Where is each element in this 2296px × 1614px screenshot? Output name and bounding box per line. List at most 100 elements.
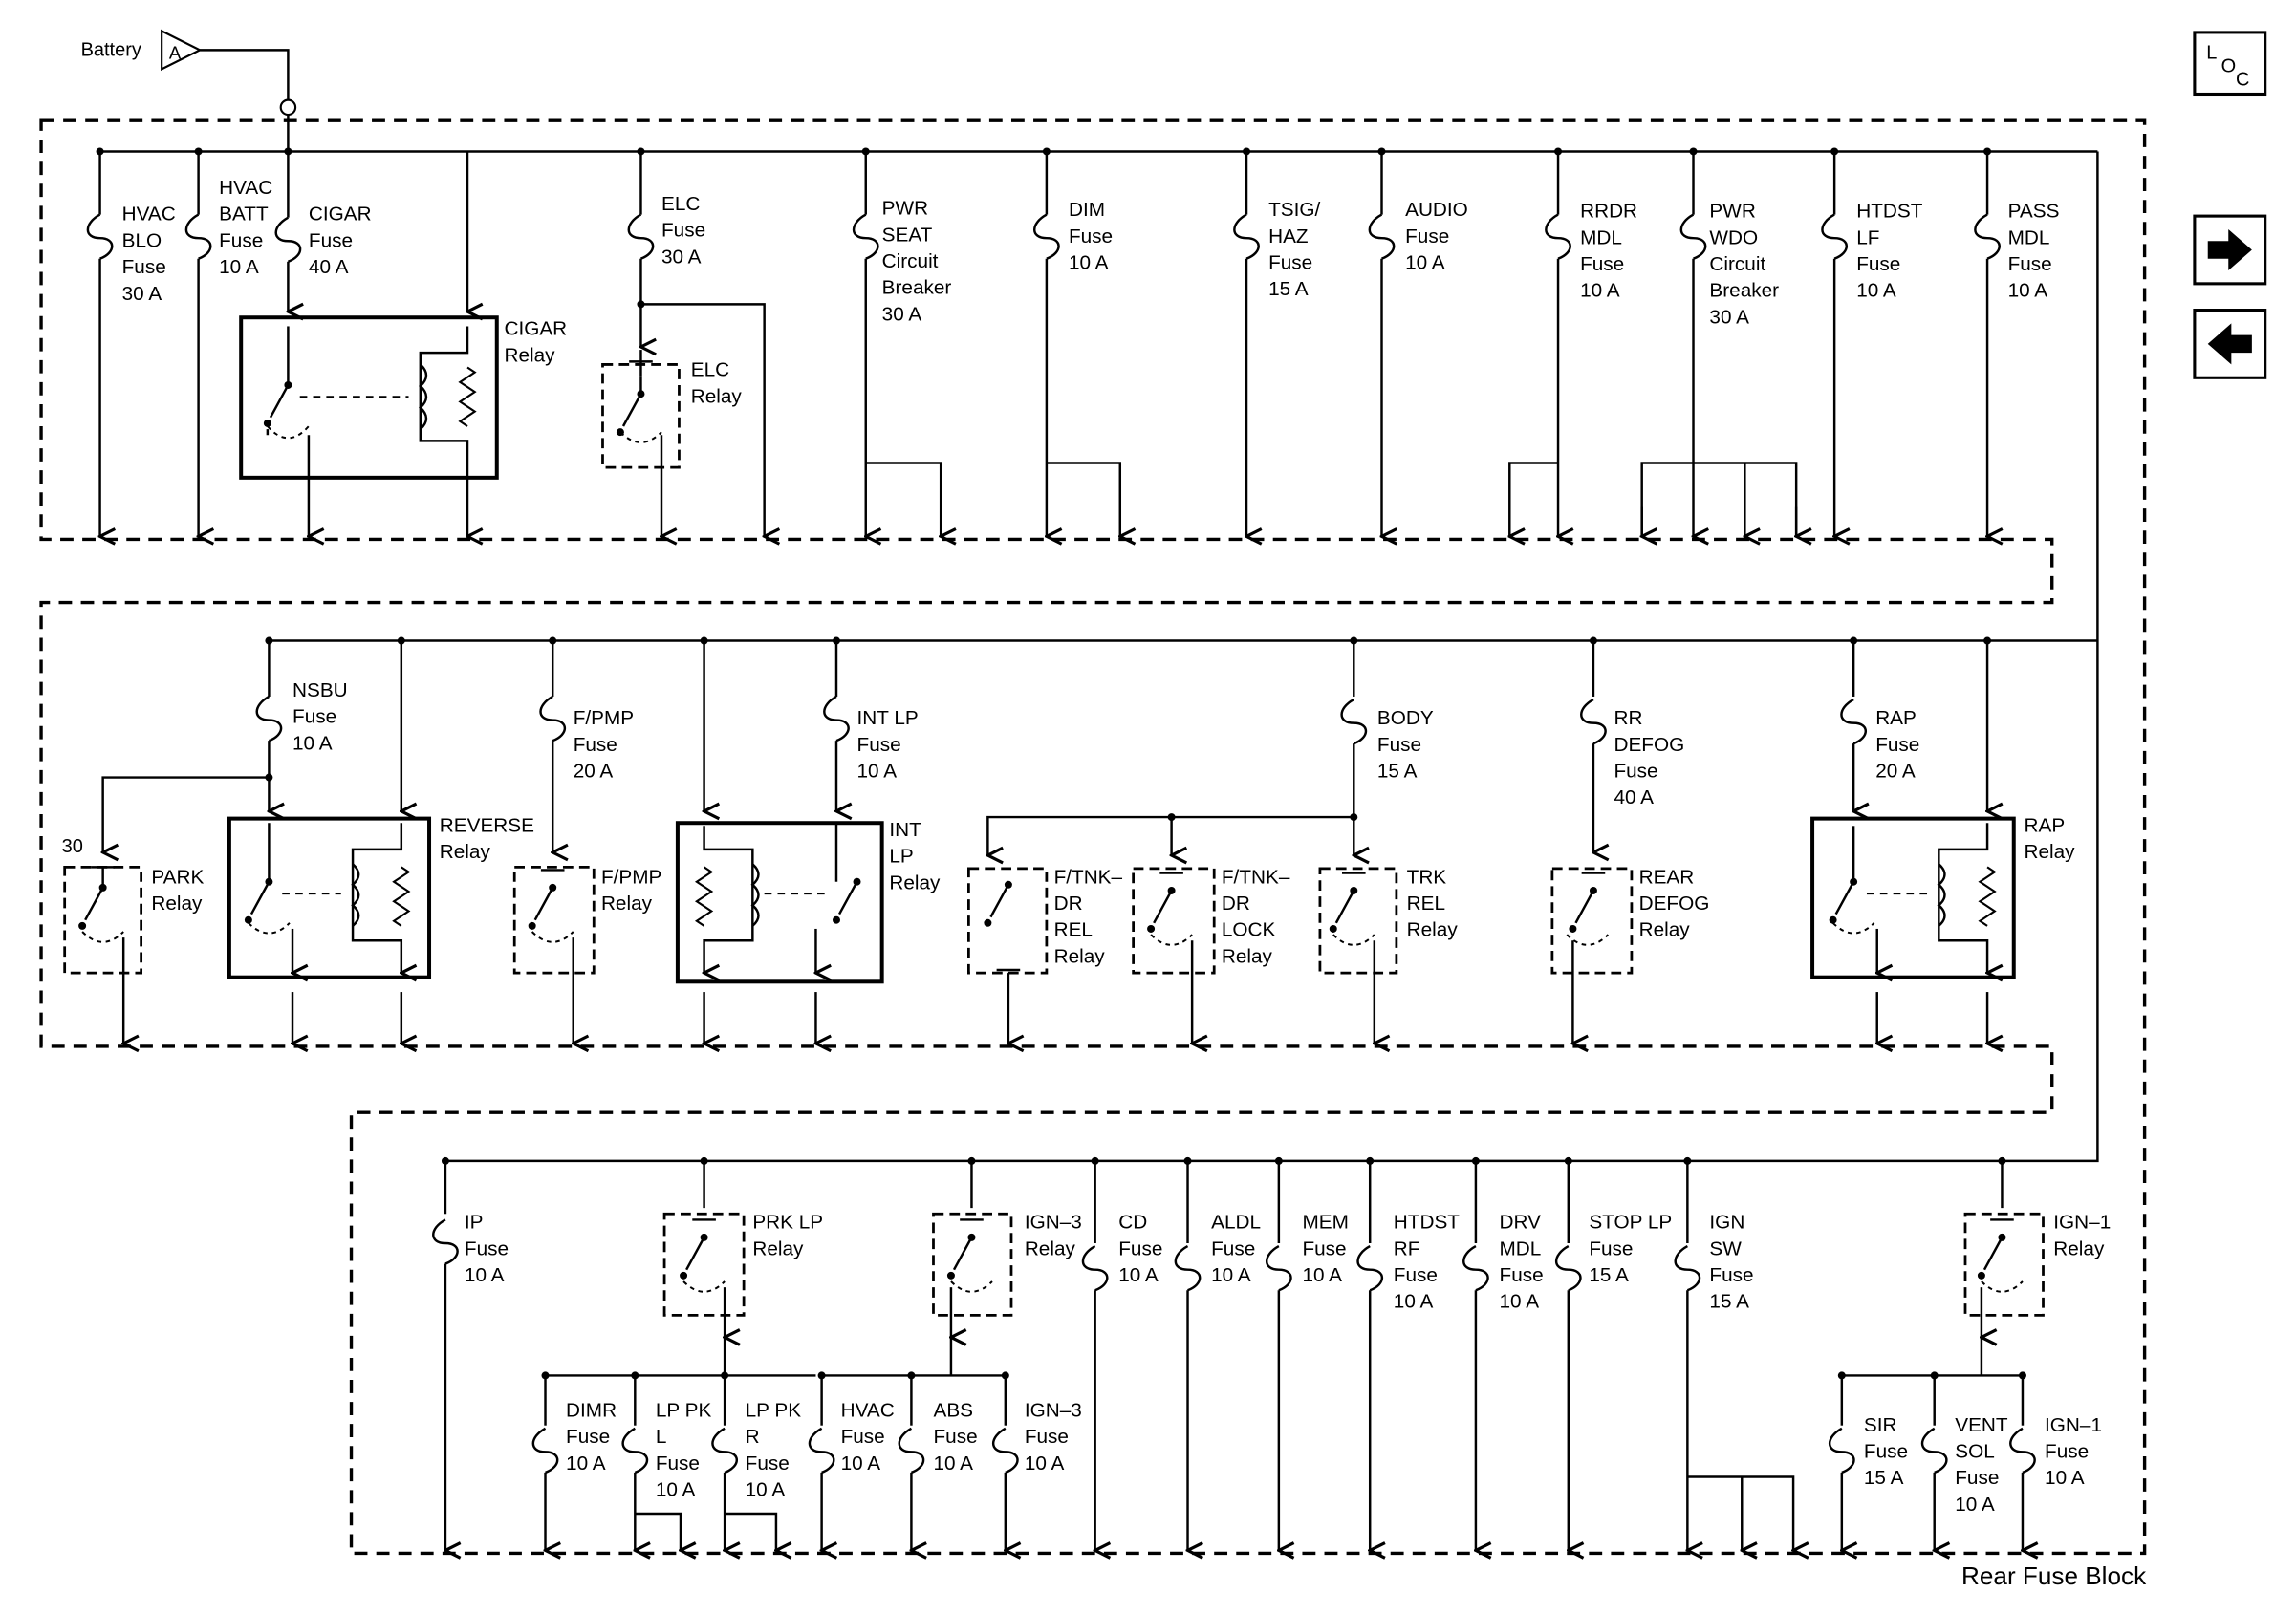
loc-button[interactable]: L O C [2193, 31, 2267, 97]
row3-fuse-label-5-line: Fuse [1500, 1264, 1544, 1286]
row3-fuse-label-8-line: 10 A [566, 1453, 606, 1474]
row2-relay-label-6-line: REL [1407, 893, 1445, 915]
row3-fuse-label-3-line: 10 A [1302, 1264, 1342, 1286]
row1-fuse-4 [852, 213, 879, 260]
row1-fuse-label-3-line: 30 A [661, 246, 702, 268]
row2-fuse-label-1-line: 20 A [574, 761, 614, 783]
next-page-button[interactable] [2193, 214, 2267, 286]
row1-fuse-label-6-line: Fuse [1268, 251, 1312, 273]
row1-fuse-label-9-line: 30 A [1709, 306, 1749, 328]
ftnk-dr-rel-relay-box [967, 867, 1049, 975]
row1-fuse-label-10-line: HTDST [1856, 201, 1922, 223]
ign3-branch-fuse-1 [898, 1427, 925, 1474]
row2-fuse-label-2-line: INT LP [857, 707, 919, 729]
row1-fuse-label-0-line: HVAC [122, 204, 176, 226]
row3-relay-label-0-line: PRK LP [752, 1212, 823, 1234]
cigar-relay-coil [418, 363, 428, 431]
row3-direct-fuse-2 [1265, 1245, 1292, 1292]
int-lp-relay-coil [750, 863, 760, 927]
battery-label: Battery [81, 40, 141, 61]
row3-fuse-label-11-line: Fuse [841, 1426, 885, 1448]
elc-relay-label-line: Relay [691, 385, 743, 407]
row3-fuse-label-15-line: 10 A [1955, 1494, 1995, 1516]
row3-fuse-label-13-line: 10 A [1025, 1453, 1065, 1474]
row3-fuse-label-11-line: 10 A [841, 1453, 881, 1474]
row3-fuse-label-8-line: DIMR [566, 1399, 617, 1421]
row1-fuse-label-7-line: Fuse [1405, 226, 1449, 247]
row2-fuse-label-0-line: NSBU [292, 679, 348, 701]
ign1-branch-fuse-2 [2009, 1427, 2036, 1474]
row2-relay-label-3-line: Relay [889, 872, 941, 893]
row3-direct-fuse-5 [1554, 1245, 1582, 1292]
row1-fuse-label-7-line: AUDIO [1405, 199, 1468, 221]
rap-relay-coil [1937, 863, 1946, 927]
row2-relay-label-7-line: Relay [1639, 919, 1691, 941]
row1-fuse-label-3-line: ELC [661, 193, 700, 215]
row1-fuse-label-2-line: 40 A [309, 256, 349, 278]
row3-fuse-label-9-line: L [656, 1426, 667, 1448]
row2-fuse-label-2-line: 10 A [857, 761, 898, 783]
row3-fuse-label-5-line: DRV [1500, 1212, 1542, 1234]
loc-c: C [2236, 69, 2249, 90]
body-fuse [1340, 698, 1368, 745]
row3-fuse-label-4-line: 10 A [1394, 1291, 1434, 1313]
row3-fuse-label-12-line: 10 A [933, 1453, 973, 1474]
row3-fuse-label-1-line: CD [1118, 1212, 1147, 1234]
row1-fuse-0 [86, 213, 114, 260]
row1-fuse-9 [1679, 213, 1707, 260]
row1-fuse-label-10-line: LF [1856, 226, 1879, 248]
int-lp-relay-box [675, 821, 884, 984]
row3-fuse-label-14-line: 15 A [1864, 1467, 1904, 1489]
int-lp-relay-switch [837, 881, 858, 915]
row1-fuse-label-0-line: BLO [122, 229, 162, 251]
rap-fuse [1840, 698, 1868, 745]
row2-fuse-label-4-line: Fuse [1614, 761, 1657, 783]
row3-fuse-label-2-line: ALDL [1211, 1212, 1261, 1234]
row2-relay-label-6-line: Relay [1407, 919, 1459, 941]
row1-fuse-label-9-line: Circuit [1709, 253, 1765, 275]
row2-relay-label-3-line: INT [889, 819, 921, 841]
row1-fuse-label-4-line: PWR [882, 198, 928, 220]
row3-fuse-label-3-line: Fuse [1302, 1237, 1346, 1259]
row2-fuse-label-3-line: 15 A [1377, 761, 1418, 783]
row2-relay-label-4-line: REL [1054, 919, 1093, 941]
prev-page-button[interactable] [2193, 309, 2267, 379]
prk-lp-relay-box [662, 1212, 746, 1317]
park-terminal-label: 30 [62, 836, 83, 857]
ign-sw-fuse [1674, 1245, 1701, 1292]
block-label: Rear Fuse Block [1961, 1561, 2147, 1590]
row2-fuse-label-1-line: F/PMP [574, 707, 634, 729]
row1-fuse-label-8-line: 10 A [1580, 280, 1620, 302]
row1-fuse-label-11-line: Fuse [2008, 253, 2052, 275]
row1-fuse-label-2-line: CIGAR [309, 204, 372, 226]
row2-fuse-label-4-line: RR [1614, 707, 1642, 729]
row1-fuse-label-3-line: Fuse [661, 220, 705, 242]
row2-fuse-label-0-line: Fuse [292, 706, 336, 728]
row2-fuse-label-5-line: RAP [1875, 707, 1917, 729]
row3-fuse-label-9-line: LP PK [656, 1399, 712, 1421]
ftnk-dr-rel-switch [989, 884, 1009, 918]
row1-fuse-label-11-line: PASS [2008, 201, 2060, 223]
row2-relay-label-1-line: Relay [440, 841, 491, 863]
row3-fuse-label-9-line: 10 A [656, 1479, 696, 1501]
row2-relay-label-8-line: Relay [2025, 841, 2076, 863]
row1-fuse-label-4-line: 30 A [882, 303, 922, 325]
fuse-block-boundary [39, 118, 2147, 1556]
row3-fuse-label-7-line: IGN [1709, 1212, 1744, 1234]
row3-relay-label-2-line: IGN–1 [2053, 1212, 2111, 1234]
reverse-relay-switch [249, 881, 271, 915]
